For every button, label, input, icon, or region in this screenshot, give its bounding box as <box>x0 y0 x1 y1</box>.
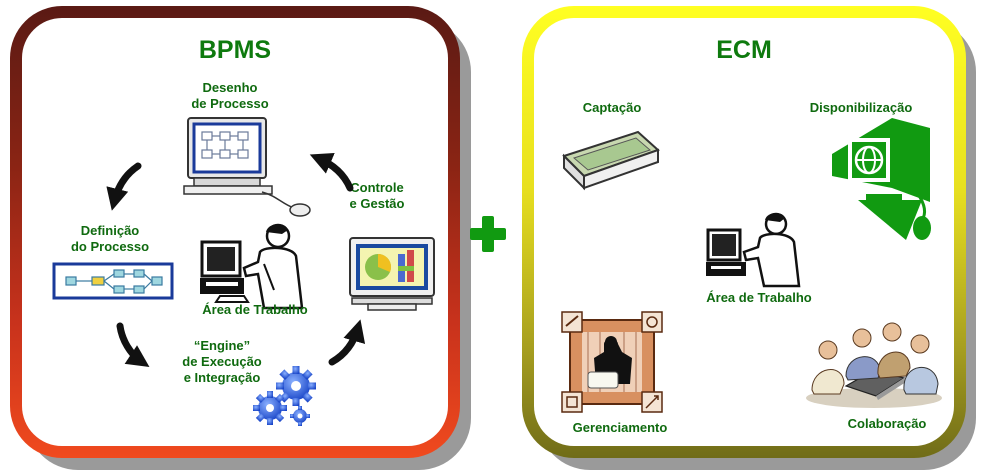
control-dashboard-monitor-icon <box>349 237 435 311</box>
bpms-title: BPMS <box>198 36 272 64</box>
gears-icon <box>253 366 316 426</box>
ecm-panel-body: ECM Captação Disponibilização <box>534 18 954 446</box>
engine-label-line2: de Execução <box>182 354 262 369</box>
control-label: Controle e Gestão <box>337 180 417 212</box>
management-label: Gerenciamento <box>572 420 668 435</box>
arrow-design-to-definition <box>106 162 142 211</box>
engine-label: “Engine” de Execução e Integração <box>170 338 274 386</box>
availability-label: Disponibilização <box>809 100 913 115</box>
process-cycle-arrows <box>106 153 366 367</box>
collaboration-label: Colaboração <box>847 416 927 431</box>
scanner-icon <box>562 130 660 191</box>
control-label-line2: e Gestão <box>349 196 405 211</box>
arrow-definition-to-engine <box>116 322 150 367</box>
process-flow-diagram-icon <box>52 262 174 300</box>
workstation-person-icon <box>200 223 304 310</box>
bpms-workspace-label: Área de Trabalho <box>202 302 308 317</box>
definition-label-line1: Definição <box>80 223 140 238</box>
document-management-icon <box>561 311 663 413</box>
arrow-engine-to-control <box>328 319 366 366</box>
collaboration-team-icon <box>806 322 942 408</box>
engine-label-line3: e Integração <box>183 370 261 385</box>
design-label: Desenho de Processo <box>170 80 290 112</box>
ecm-workstation-person-icon <box>706 212 801 288</box>
bpms-panel-body: BPMS Desenho de Processo Controle e Ge <box>22 18 448 446</box>
ecm-workspace-label: Área de Trabalho <box>706 290 812 305</box>
engine-label-line1: “Engine” <box>193 338 251 353</box>
plus-icon <box>470 216 506 252</box>
ecm-title: ECM <box>716 36 772 64</box>
web-monitor-icon <box>832 118 931 240</box>
process-design-monitor-icon <box>183 117 311 217</box>
bpms-panel: BPMS Desenho de Processo Controle e Ge <box>10 6 460 458</box>
design-label-line1: Desenho <box>202 80 258 95</box>
control-label-line1: Controle <box>350 180 404 195</box>
arrow-control-to-design <box>309 153 354 192</box>
definition-label: Definição do Processo <box>60 223 160 255</box>
ecm-panel: ECM Captação Disponibilização <box>522 6 966 458</box>
definition-label-line2: do Processo <box>70 239 150 254</box>
design-label-line2: de Processo <box>191 96 269 111</box>
capture-label: Captação <box>582 100 642 115</box>
